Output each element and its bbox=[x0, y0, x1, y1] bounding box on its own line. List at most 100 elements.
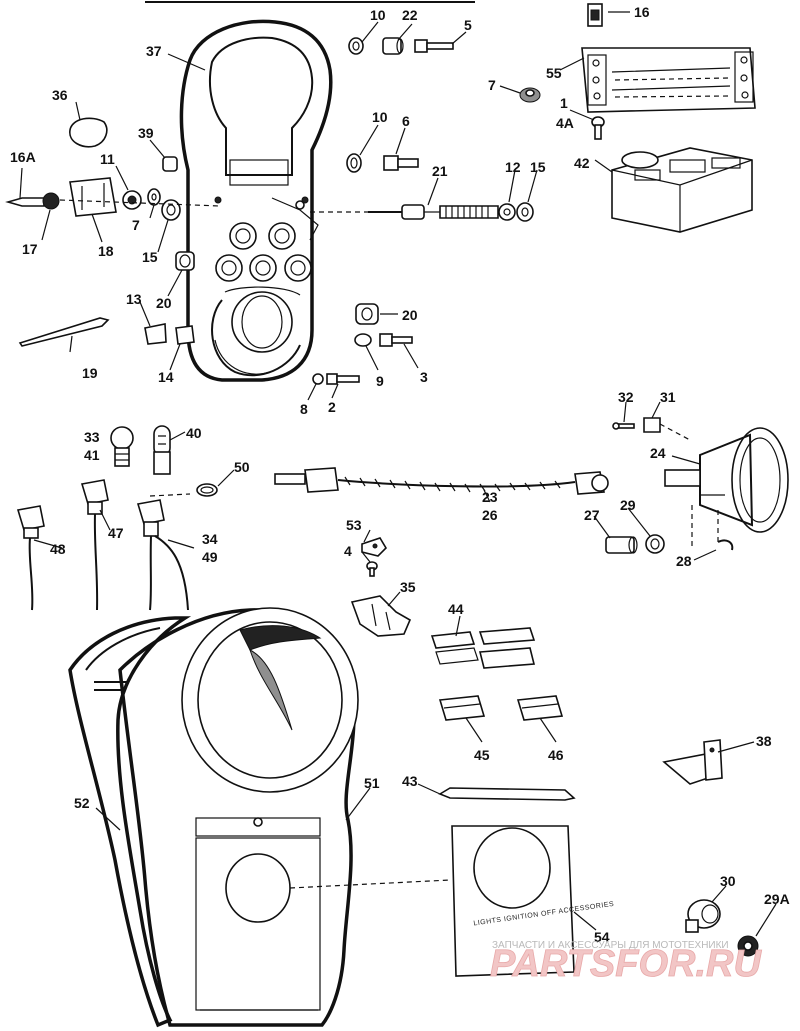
label-2: 2 bbox=[328, 399, 336, 415]
label-48: 48 bbox=[50, 541, 66, 557]
label-7-top: 7 bbox=[488, 77, 496, 93]
label-41: 41 bbox=[84, 447, 100, 463]
label-16: 16 bbox=[634, 4, 650, 20]
choke-cable-21 bbox=[368, 204, 499, 220]
label-12: 12 bbox=[505, 159, 521, 175]
socket-48 bbox=[16, 505, 45, 611]
bracket-38 bbox=[662, 739, 723, 785]
label-31: 31 bbox=[660, 389, 676, 405]
label-35: 35 bbox=[400, 579, 416, 595]
label-23: 23 bbox=[482, 489, 498, 505]
label-26: 26 bbox=[482, 507, 498, 523]
bulb-40 bbox=[153, 425, 171, 475]
label-9: 9 bbox=[376, 373, 384, 389]
label-16a: 16A bbox=[10, 149, 36, 165]
label-32: 32 bbox=[618, 389, 634, 405]
label-20-right: 20 bbox=[402, 307, 418, 323]
label-4: 4 bbox=[344, 543, 352, 559]
grommet-20-left bbox=[175, 251, 195, 271]
label-47: 47 bbox=[108, 525, 124, 541]
speedometer-cable-23 bbox=[274, 467, 609, 495]
label-42: 42 bbox=[574, 155, 590, 171]
label-20-left: 20 bbox=[156, 295, 172, 311]
toggle-assembly-left bbox=[5, 177, 181, 221]
o-ring-50 bbox=[196, 483, 218, 497]
label-21: 21 bbox=[432, 163, 448, 179]
watermark-logo: PARTSFOR.RU bbox=[490, 943, 762, 985]
label-46: 46 bbox=[548, 747, 564, 763]
screw-32 bbox=[612, 422, 635, 430]
watermark: ЗАПЧАСТИ И АКСЕССУАРЫ ДЛЯ МОТОТЕХНИКИ PA… bbox=[490, 940, 763, 985]
indicator-plate-55 bbox=[581, 47, 756, 113]
decal-45 bbox=[438, 695, 486, 721]
label-37: 37 bbox=[146, 43, 162, 59]
label-28: 28 bbox=[676, 553, 692, 569]
switch-35 bbox=[350, 595, 412, 637]
label-15-right: 15 bbox=[530, 159, 546, 175]
label-33: 33 bbox=[84, 429, 100, 445]
grommet-7-top bbox=[519, 87, 541, 103]
label-52: 52 bbox=[74, 795, 90, 811]
label-1: 1 bbox=[560, 95, 568, 111]
label-45: 45 bbox=[474, 747, 490, 763]
clip-31 bbox=[643, 417, 661, 433]
screw-3 bbox=[379, 333, 413, 347]
label-4a: 4A bbox=[556, 115, 574, 131]
label-27: 27 bbox=[584, 507, 600, 523]
retainer-28 bbox=[717, 539, 734, 551]
lock-washer-10-mid bbox=[346, 153, 362, 173]
probe-19 bbox=[18, 317, 110, 347]
leader-lines bbox=[19, 11, 777, 937]
label-43: 43 bbox=[402, 773, 418, 789]
label-22: 22 bbox=[402, 7, 418, 23]
label-8: 8 bbox=[300, 401, 308, 417]
socket-47 bbox=[80, 479, 109, 611]
ring-29a bbox=[737, 935, 759, 957]
label-40: 40 bbox=[186, 425, 202, 441]
decal-44 bbox=[430, 627, 536, 669]
label-17: 17 bbox=[22, 241, 38, 257]
label-24: 24 bbox=[650, 445, 666, 461]
panel-cover-52 bbox=[68, 616, 192, 1028]
instrument-panel-base bbox=[179, 19, 333, 382]
label-5: 5 bbox=[464, 17, 472, 33]
part-labels: 10 22 5 16 37 55 7 36 1 4A 39 10 6 16A 1… bbox=[10, 4, 790, 945]
nut-15-right bbox=[516, 202, 534, 222]
label-54: 54 bbox=[594, 929, 610, 945]
switch-16 bbox=[587, 3, 603, 27]
bushing-39 bbox=[162, 156, 178, 172]
gauge-24 bbox=[664, 427, 789, 533]
label-13: 13 bbox=[126, 291, 142, 307]
headlamp-nacelle-51 bbox=[118, 607, 359, 1027]
label-50: 50 bbox=[234, 459, 250, 475]
label-29: 29 bbox=[620, 497, 636, 513]
label-14: 14 bbox=[158, 369, 174, 385]
label-34: 34 bbox=[202, 531, 218, 547]
lock-washer-10-top bbox=[348, 37, 364, 55]
sleeve-27 bbox=[605, 536, 638, 554]
label-30: 30 bbox=[720, 873, 736, 889]
label-15-left: 15 bbox=[142, 249, 158, 265]
label-36: 36 bbox=[52, 87, 68, 103]
screw-1 bbox=[591, 116, 605, 140]
label-44: 44 bbox=[448, 601, 464, 617]
label-19: 19 bbox=[82, 365, 98, 381]
decal-46 bbox=[516, 695, 564, 721]
bolt-6 bbox=[383, 155, 419, 171]
label-53: 53 bbox=[346, 517, 362, 533]
label-7-mid: 7 bbox=[132, 217, 140, 233]
socket-30 bbox=[685, 899, 721, 933]
label-10-top: 10 bbox=[370, 7, 386, 23]
bracket-53 bbox=[361, 537, 388, 557]
bolt-5 bbox=[414, 39, 454, 53]
label-18: 18 bbox=[98, 243, 114, 259]
label-11: 11 bbox=[100, 151, 115, 167]
label-39: 39 bbox=[138, 125, 154, 141]
nut-29 bbox=[645, 534, 665, 554]
bulb-33 bbox=[110, 426, 134, 467]
grommet-20-right bbox=[355, 303, 379, 325]
washer-8 bbox=[312, 373, 324, 385]
star-washer-12 bbox=[498, 203, 516, 221]
